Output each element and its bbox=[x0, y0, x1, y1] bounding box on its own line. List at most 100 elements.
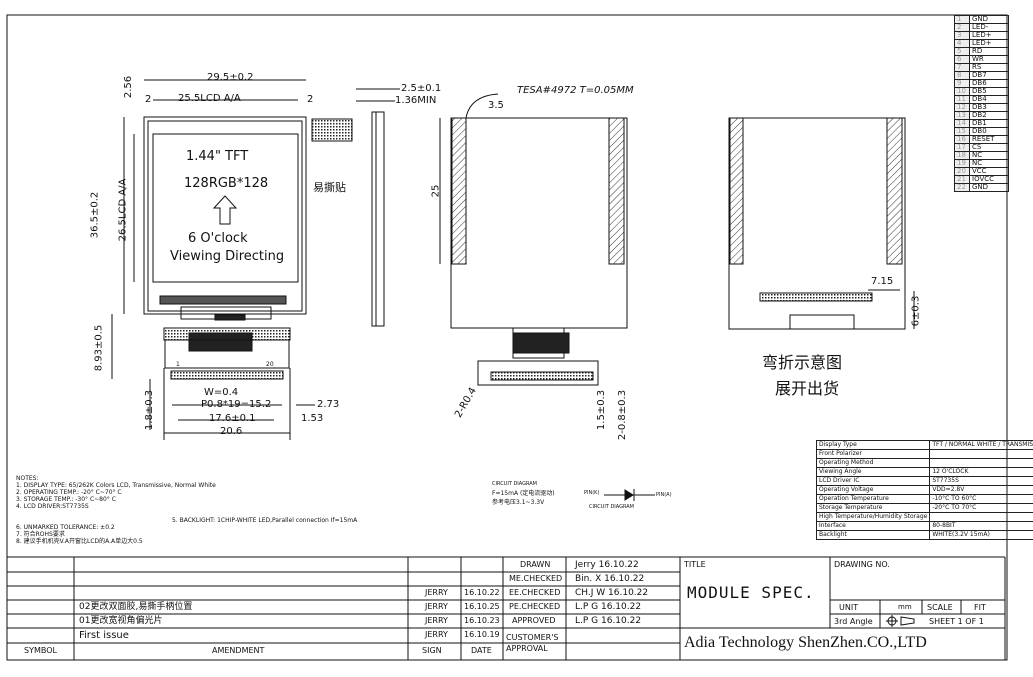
spec-key: Storage Temperature bbox=[815, 503, 931, 513]
rev-01-sign: JERRY bbox=[425, 616, 448, 625]
dim-width-aa: 25.5LCD A/A bbox=[178, 93, 241, 104]
spec-value: 12 O'CLOCK bbox=[929, 467, 1033, 477]
role-customer-approval: CUSTOMER'S APPROVAL bbox=[506, 633, 559, 653]
spec-key: Operating Method bbox=[815, 458, 931, 468]
dim-08: 2-0.8±0.3 bbox=[617, 389, 629, 441]
blank-rev-sign: JERRY bbox=[425, 588, 448, 597]
note-4: 4. LCD DRIVER:ST7735S bbox=[16, 503, 89, 510]
note-5: 5. BACKLIGHT: 1CHIP-WHITE LED,Parallel c… bbox=[172, 517, 358, 524]
rev-01-amendment: 01更改宽视角偏光片 bbox=[79, 616, 163, 626]
circuit-symbol bbox=[604, 489, 655, 501]
note-8: 8. 建议手机机壳V.A开窗比LCD的A.A单边大0.5 bbox=[16, 538, 143, 545]
date-header: DATE bbox=[471, 646, 492, 655]
blank-rev-date: 16.10.22 bbox=[464, 588, 500, 597]
spec-key: Backlight bbox=[815, 530, 931, 540]
spec-key: Front Polarizer bbox=[815, 449, 931, 459]
circuit-caption: CIRCUIT DIAGRAM bbox=[589, 504, 634, 510]
dim-273: 2.73 bbox=[317, 399, 340, 410]
lcd-orient-1: 6 O'clock bbox=[188, 231, 248, 246]
circuit-pin-a: PIN(A) bbox=[656, 492, 672, 498]
unit-value: mm bbox=[898, 603, 912, 611]
spec-key: Operation Temperature bbox=[815, 494, 931, 504]
title-label: TITLE bbox=[684, 560, 706, 569]
spec-row: Front Polarizer bbox=[815, 449, 1033, 459]
role-drawn: DRAWN bbox=[520, 560, 551, 569]
spec-value bbox=[929, 458, 1033, 468]
spec-row: Operation Temperature-10°C TO 60°C bbox=[815, 494, 1033, 504]
dim-pin-width: W=0.4 bbox=[204, 387, 239, 398]
pin-last: 20 bbox=[266, 361, 274, 368]
rev-02-amendment: 02更改双面胶,易撕手柄位置 bbox=[79, 602, 193, 612]
spec-value: TFT / NORMAL WHITE / TRANSMISSIVE bbox=[929, 440, 1033, 450]
company-name: Adia Technology ShenZhen.CO.,LTD bbox=[684, 634, 927, 651]
dim-top: 2.56 bbox=[123, 75, 135, 99]
pin-first: 1 bbox=[176, 361, 180, 368]
scale-value: FIT bbox=[974, 603, 986, 612]
spec-key: Viewing Angle bbox=[815, 467, 931, 477]
note-6: 6. UNMARKED TOLERANCE: ±0.2 bbox=[16, 524, 115, 531]
spec-value: WHITE(3.2V 15mA) bbox=[929, 530, 1033, 540]
pin-signal: GND bbox=[969, 183, 1009, 192]
title-value: MODULE SPEC. bbox=[687, 583, 815, 602]
dim-height-total: 36.5±0.2 bbox=[89, 191, 101, 239]
back-view bbox=[439, 93, 628, 386]
front-view bbox=[111, 79, 353, 440]
spec-value bbox=[929, 449, 1033, 459]
dim-fpc-len: 8.93±0.5 bbox=[93, 324, 105, 372]
role-approved-value: L.P G 16.10.22 bbox=[575, 616, 642, 626]
role-drawn-value: Jerry 16.10.22 bbox=[575, 560, 639, 570]
spec-key: Display Type bbox=[815, 440, 931, 450]
spec-value: -10°C TO 60°C bbox=[929, 494, 1033, 504]
dim-pitch: P0.8*19=15.2 bbox=[201, 399, 272, 410]
sheet-label: SHEET 1 OF 1 bbox=[929, 617, 984, 626]
dim-right-margin: 2 bbox=[307, 94, 314, 105]
drawing-no-label: DRAWING NO. bbox=[834, 560, 890, 569]
dim-thickness: 2.5±0.1 bbox=[401, 83, 442, 94]
dim-6: 6±0.3 bbox=[910, 295, 922, 327]
circuit-formula: F=15mA (定电流驱动) bbox=[492, 490, 555, 497]
dim-35: 3.5 bbox=[488, 100, 504, 111]
spec-value: ST7735S bbox=[929, 476, 1033, 486]
spec-row: High Temperature/Humidity Storage bbox=[815, 512, 1033, 522]
dim-206: 20.6 bbox=[220, 426, 243, 437]
role-ee-checked: EE.CHECKED bbox=[509, 588, 561, 597]
dim-153: 1.53 bbox=[301, 413, 324, 424]
role-ee-value: CH.J W 16.10.22 bbox=[575, 588, 649, 598]
dim-fpc-tail: 1.8±0.3 bbox=[144, 389, 156, 431]
symbol-header: SYMBOL bbox=[24, 646, 57, 655]
lcd-resolution: 128RGB*128 bbox=[184, 176, 269, 191]
lcd-size: 1.44" TFT bbox=[186, 149, 249, 164]
dim-715: 7.15 bbox=[871, 276, 894, 287]
role-pe-value: L.P G 16.10.22 bbox=[575, 602, 642, 612]
tab-label: 易撕贴 bbox=[313, 181, 346, 194]
spec-row: Operating Method bbox=[815, 458, 1033, 468]
rev-01-date: 16.10.23 bbox=[464, 616, 500, 625]
note-7: 7. 符合ROHS要求 bbox=[16, 531, 65, 538]
dim-25: 25 bbox=[430, 184, 442, 198]
bent-view bbox=[728, 117, 915, 330]
dim-fpc-width: 17.6±0.1 bbox=[209, 413, 256, 424]
spec-key: LCD Driver IC bbox=[815, 476, 931, 486]
sign-header: SIGN bbox=[422, 646, 442, 655]
spec-key: Operating Voltage bbox=[815, 485, 931, 495]
circuit-pin-k: PIN(K) bbox=[584, 490, 600, 496]
spec-key: Interface bbox=[815, 521, 931, 531]
bent-caption-1: 弯折示意图 bbox=[762, 353, 843, 372]
notes: NOTES: 1. DISPLAY TYPE: 65/262K Colors L… bbox=[16, 475, 216, 545]
spec-value: VDD=2.8V bbox=[929, 485, 1033, 495]
notes-title: NOTES: bbox=[16, 475, 39, 482]
role-approved: APPROVED bbox=[512, 616, 556, 625]
spec-key: High Temperature/Humidity Storage bbox=[815, 512, 931, 522]
dim-left-margin: 2 bbox=[145, 94, 152, 105]
unit-label: UNIT bbox=[839, 603, 859, 612]
dim-15: 1.5±0.3 bbox=[596, 389, 608, 431]
spec-value bbox=[929, 512, 1033, 522]
